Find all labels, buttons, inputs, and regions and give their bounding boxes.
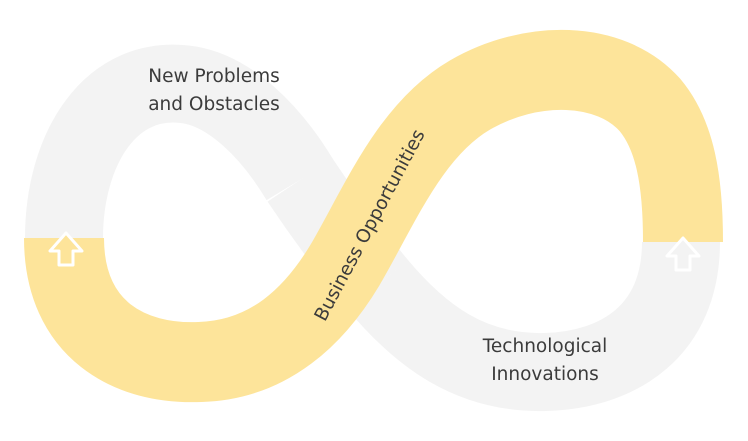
problems-label-line1: New Problems [148, 66, 280, 87]
gray-band-left-lobe [25, 44, 334, 239]
yellow-band-loop [24, 29, 723, 403]
innovations-label-line1: Technological [482, 336, 607, 357]
yellow-band [24, 29, 723, 403]
innovations-label-line2: Innovations [491, 364, 599, 385]
gray-band-right-lobe [348, 240, 720, 412]
up-arrow-icon [48, 231, 84, 267]
up-arrow-icon [665, 236, 701, 272]
problems-label-line2: and Obstacles [148, 94, 280, 115]
